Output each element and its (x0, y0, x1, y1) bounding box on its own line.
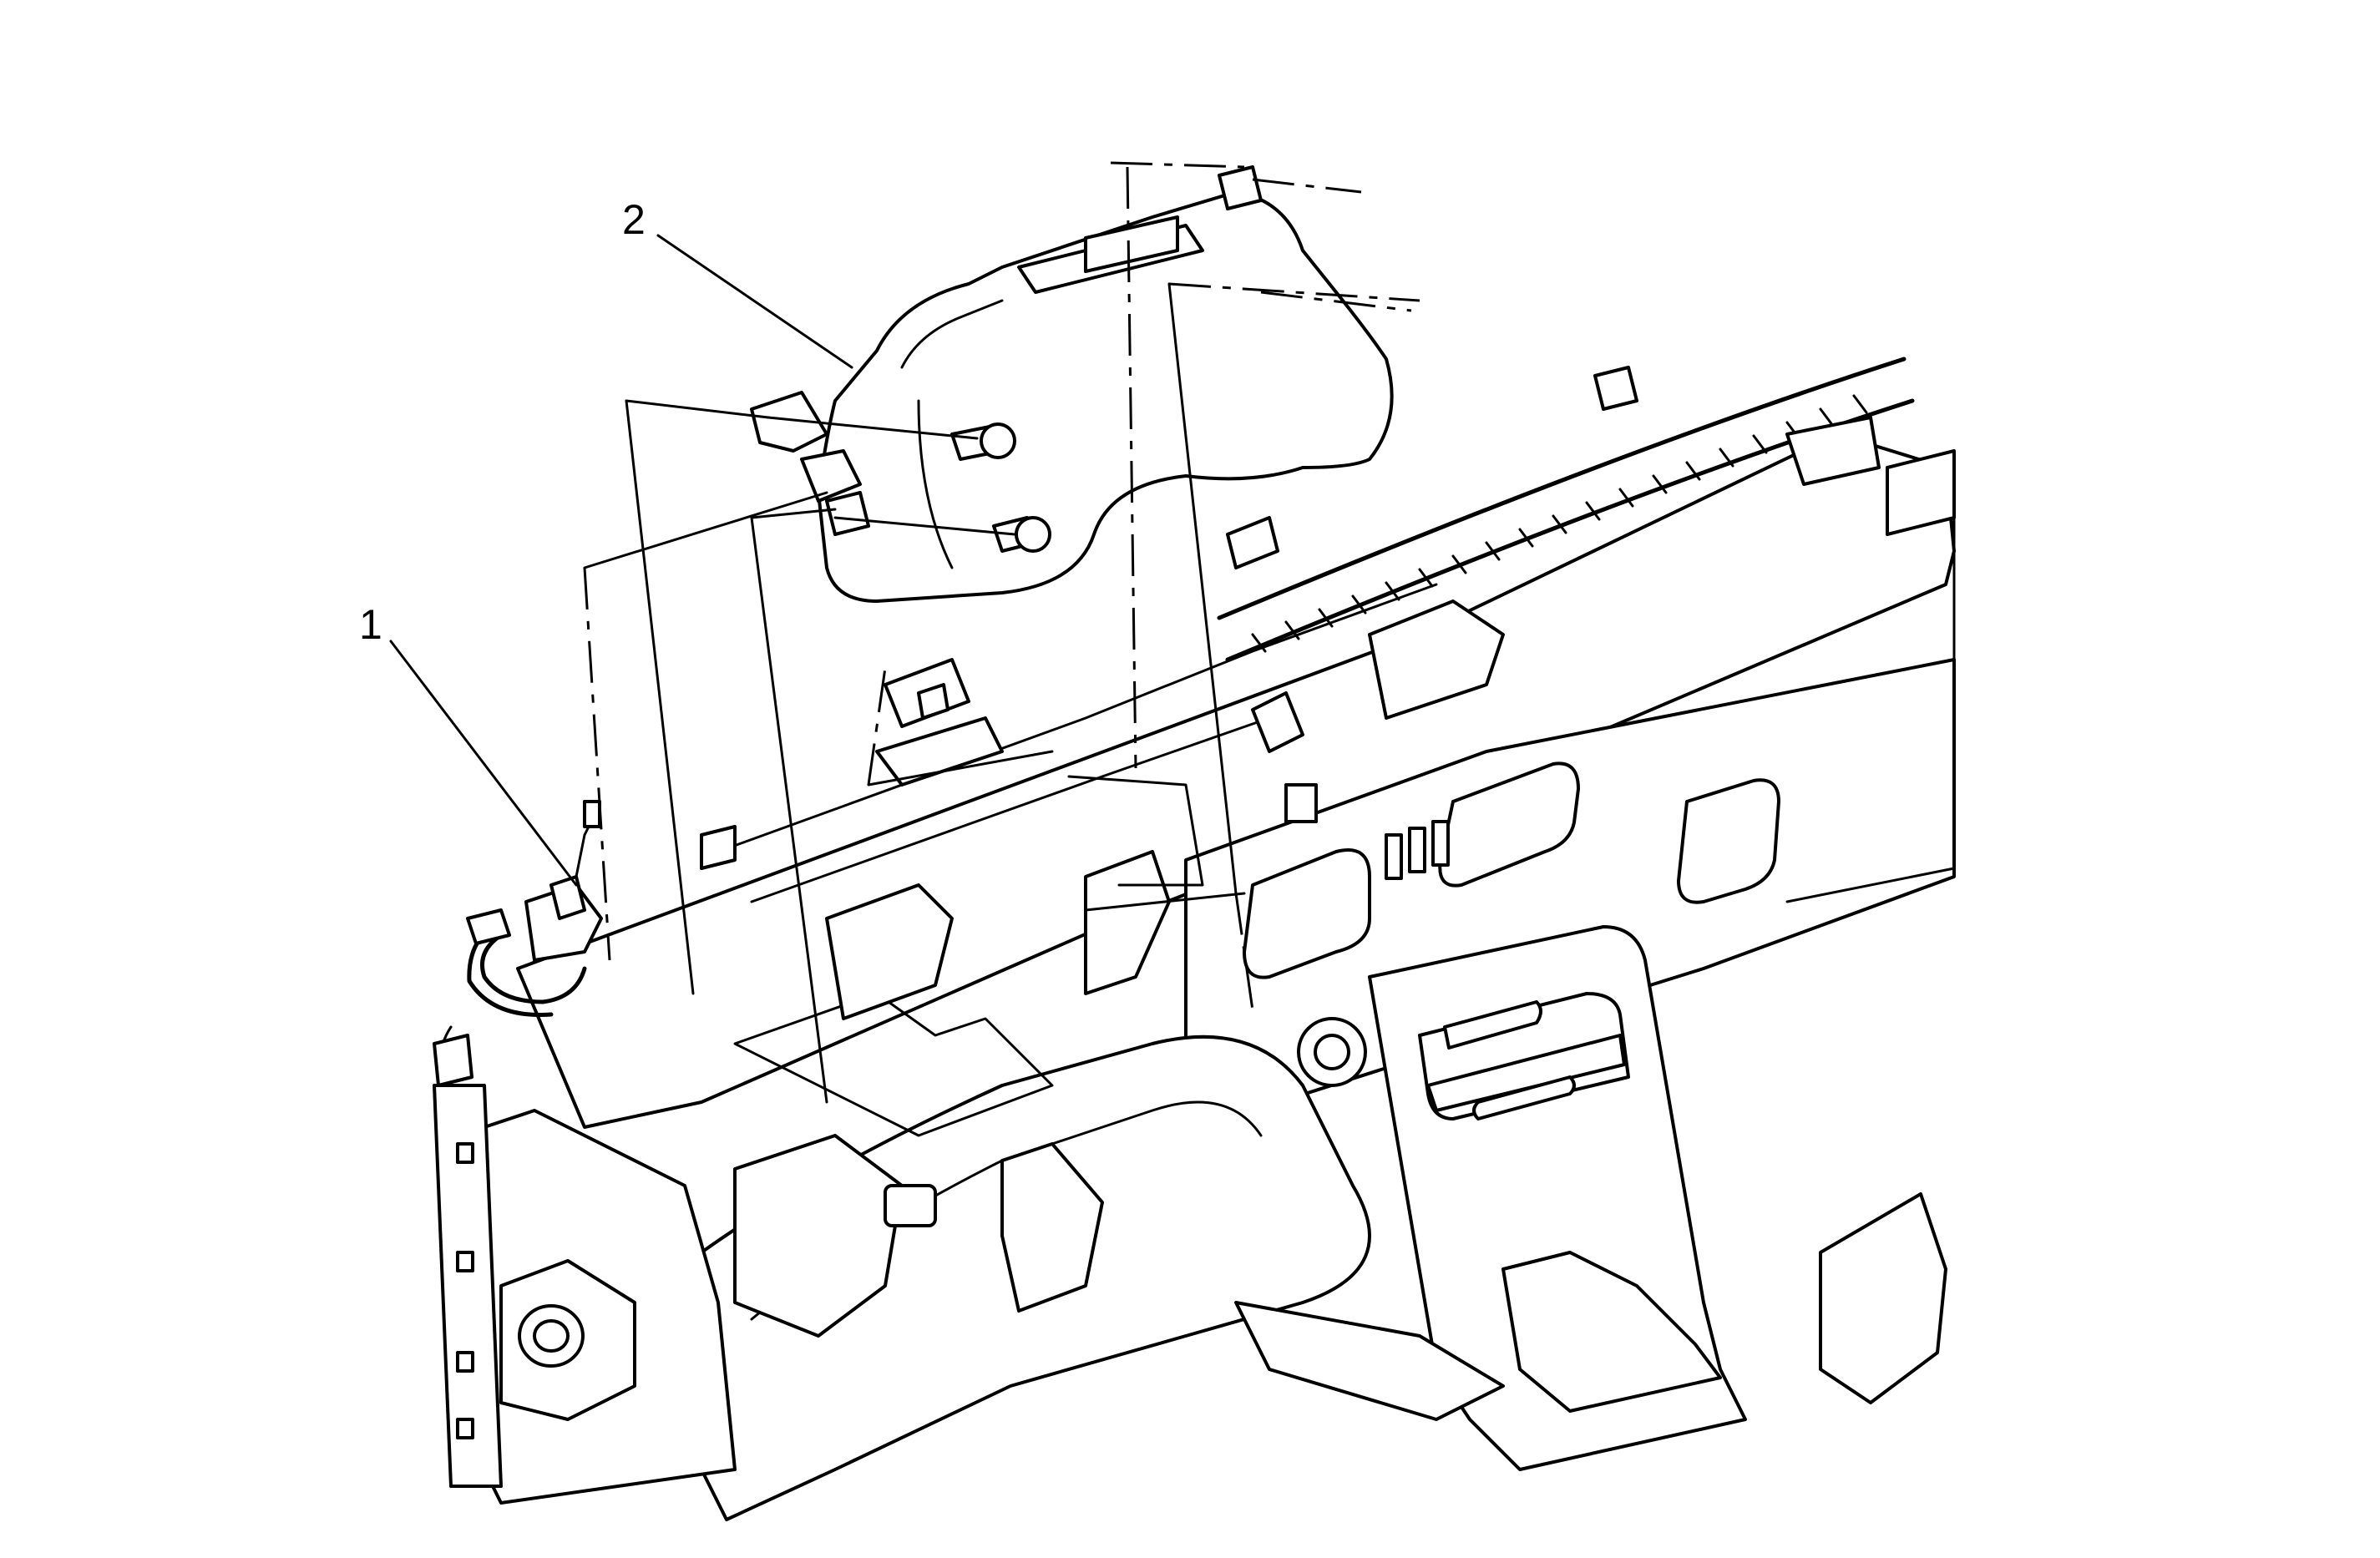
leader-line-2 (656, 234, 853, 369)
part-2-module (750, 165, 1394, 603)
part-1-connector (433, 800, 603, 1087)
callout-number-1: 1 (359, 601, 382, 648)
alignment-lines (583, 161, 1420, 1104)
instrument-panel-carrier (433, 357, 1956, 1521)
leader-line-1 (389, 640, 578, 887)
callout-number-2: 2 (622, 196, 646, 243)
callout-1: 1 (359, 601, 578, 887)
screw-upper (950, 422, 1016, 461)
callout-2: 2 (622, 196, 853, 369)
